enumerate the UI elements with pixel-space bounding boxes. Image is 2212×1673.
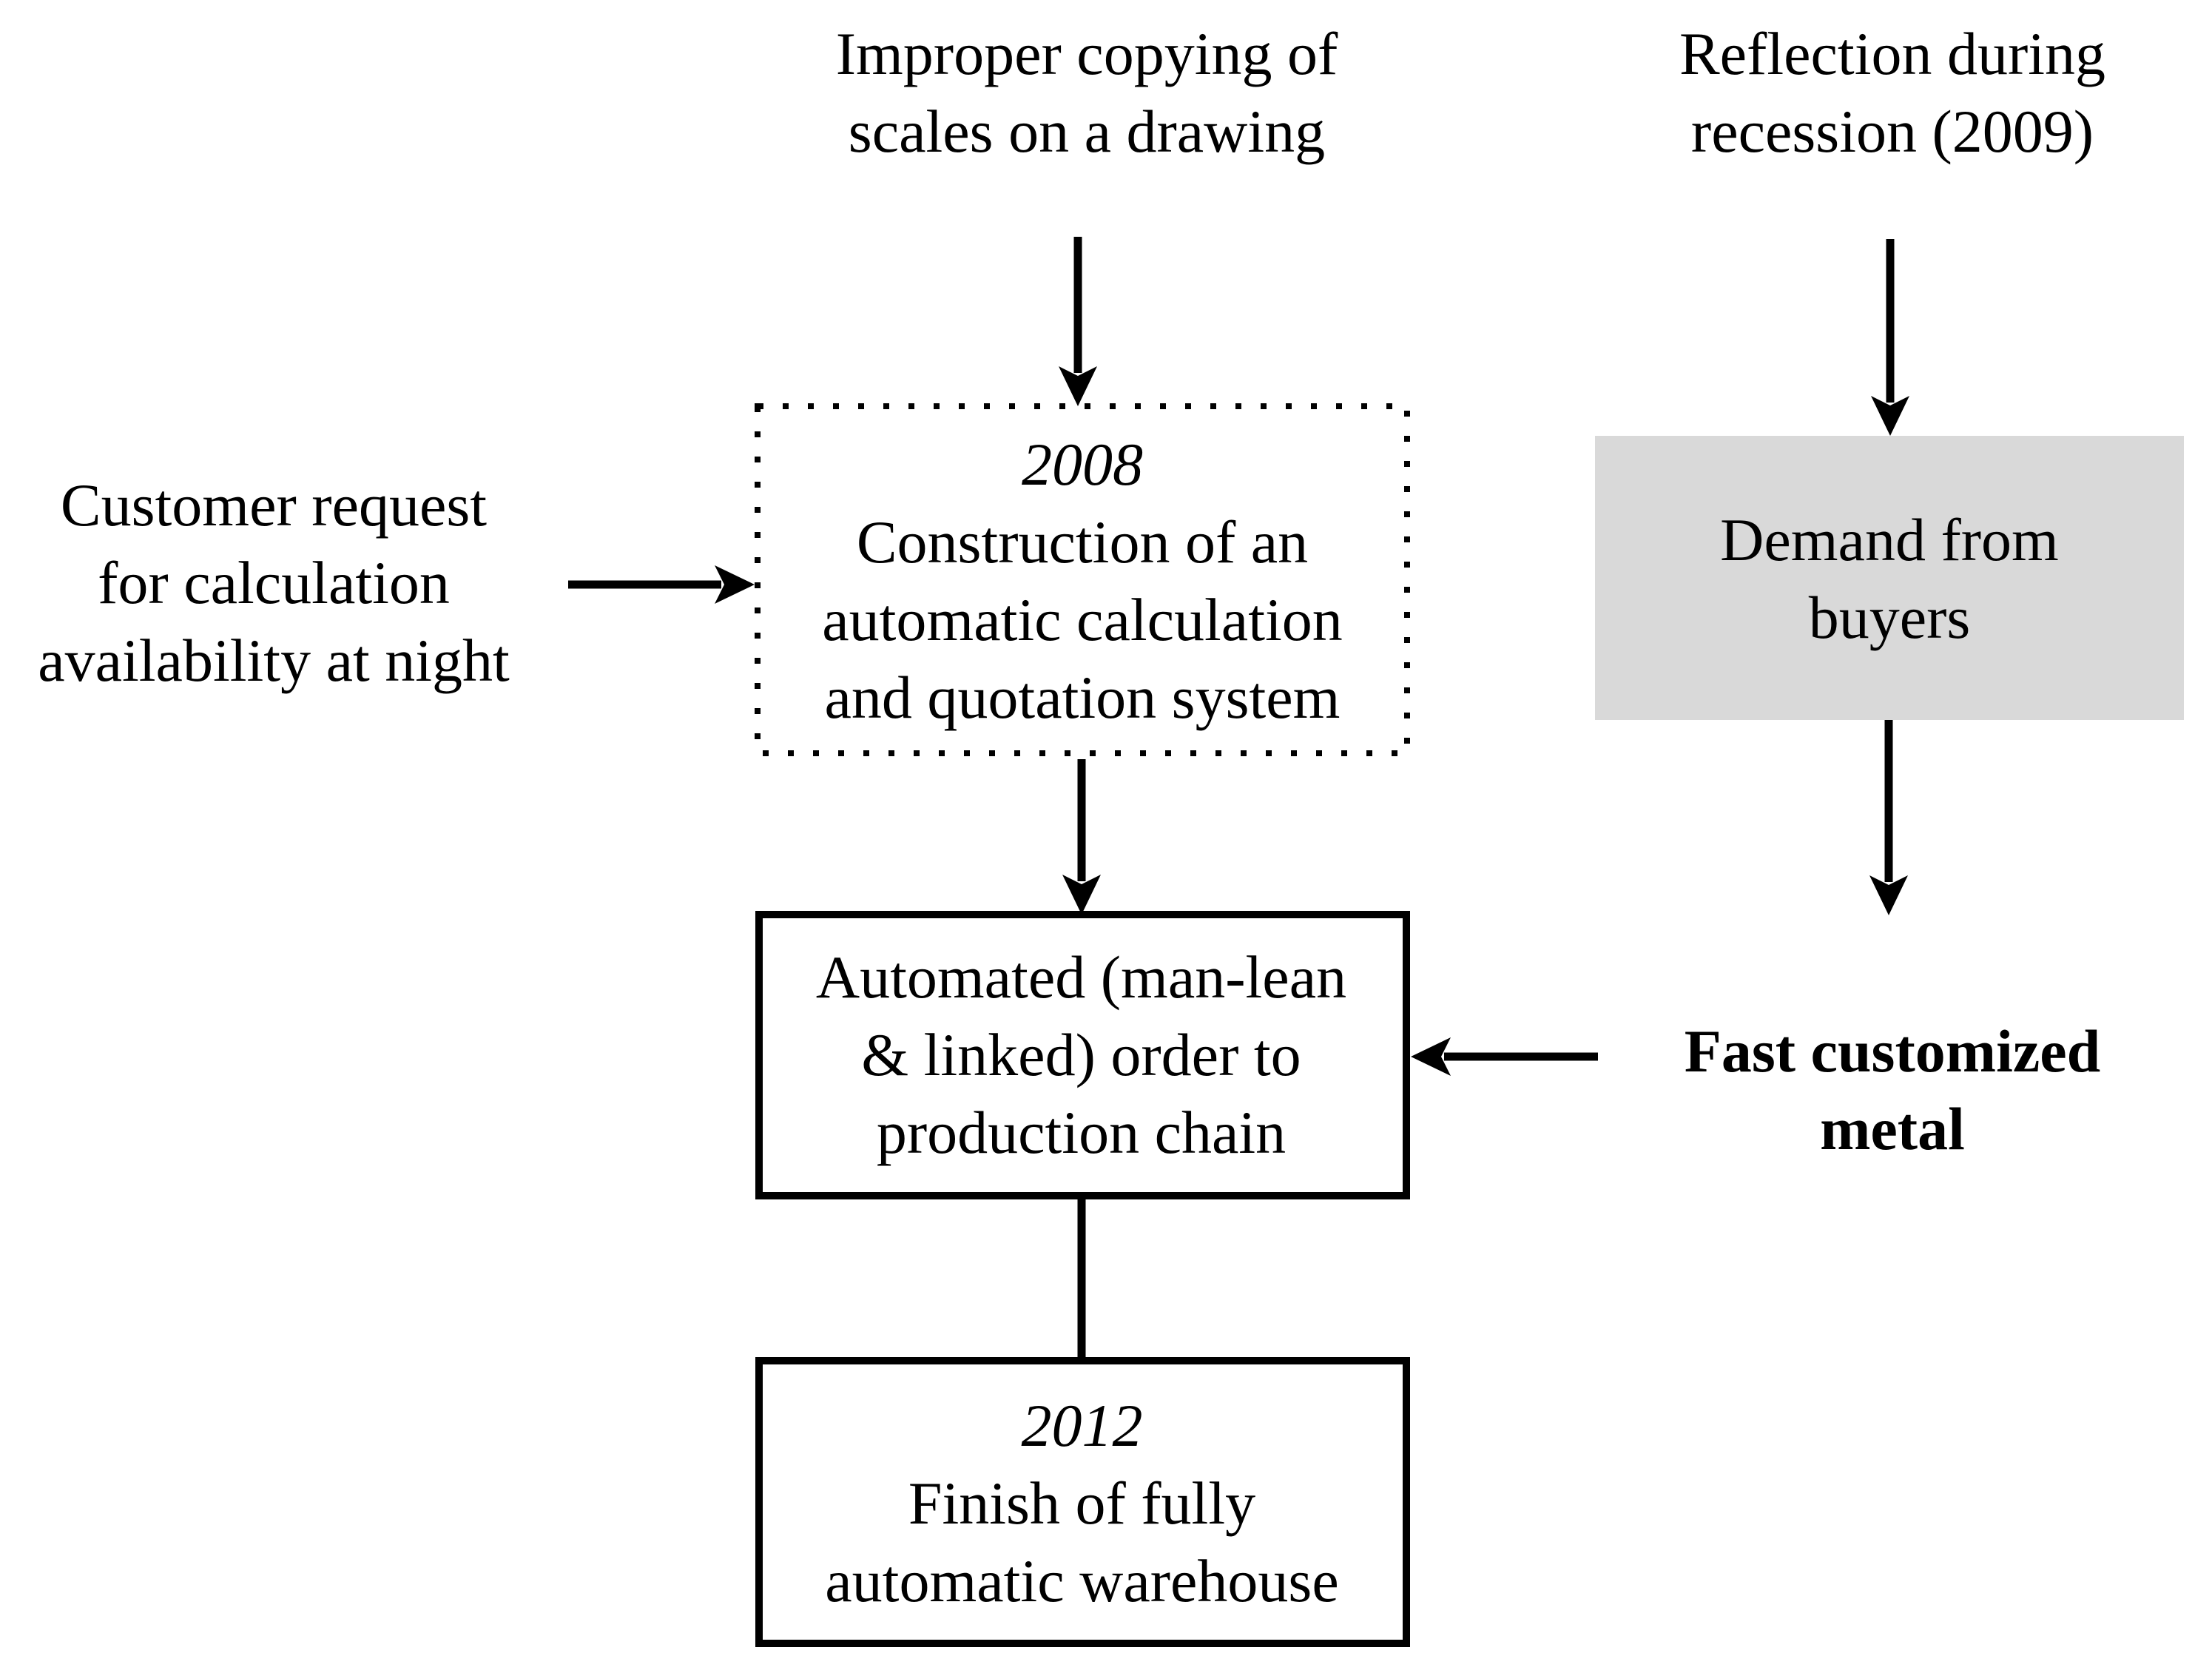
dotted-box-2008 <box>755 403 1410 756</box>
arrow-2008-box-to-automated-box <box>1062 759 1101 915</box>
node-fast-metal-line1: Fast customized <box>1684 1017 2101 1085</box>
node-automated-order-line1: Automated (man-lean <box>815 943 1347 1011</box>
node-2008-line1: Construction of an <box>856 508 1309 576</box>
node-customer-request-line2: for calculation <box>98 549 450 616</box>
node-improper-copying: Improper copying of scales on a drawing <box>746 15 1427 170</box>
solid-box-2012-warehouse <box>755 1357 1410 1647</box>
arrow-customer-to-2008-box <box>568 565 755 604</box>
solid-box-automated-order <box>755 911 1410 1199</box>
node-reflection-recession-line2: recession (2009) <box>1690 98 2094 165</box>
node-2012-line1: Finish of fully <box>908 1470 1256 1537</box>
node-improper-copying-line1: Improper copying of <box>835 20 1338 87</box>
node-automated-order-line2: & linked) order to <box>861 1021 1301 1088</box>
node-2008-year: 2008 <box>1022 431 1143 498</box>
node-2012-year: 2012 <box>1021 1392 1143 1459</box>
arrow-improper-to-2008-box <box>1059 237 1097 406</box>
node-customer-request-line3: availability at night <box>38 627 510 694</box>
node-demand-line1: Demand from <box>1720 506 2059 573</box>
node-automated-order-line3: production chain <box>876 1099 1287 1166</box>
node-2008-line3: and quotation system <box>824 664 1341 731</box>
gray-box-demand <box>1595 436 2184 720</box>
node-demand-line2: buyers <box>1808 584 1971 651</box>
arrow-recession-to-demand-box <box>1871 239 1909 436</box>
node-customer-request: Customer request for calculation availab… <box>0 466 547 699</box>
node-fast-metal-line2: metal <box>1820 1095 1965 1162</box>
node-demand-from-buyers-label: Demand from buyers <box>1595 501 2184 656</box>
node-reflection-recession-line1: Reflection during <box>1679 20 2106 87</box>
node-2012-warehouse-label: 2012 Finish of fully automatic warehouse <box>758 1387 1406 1620</box>
node-improper-copying-line2: scales on a drawing <box>848 98 1326 165</box>
node-2008-line2: automatic calculation <box>822 586 1343 653</box>
node-2012-line2: automatic warehouse <box>825 1547 1339 1615</box>
node-automated-order-label: Automated (man-lean & linked) order to p… <box>756 938 1406 1171</box>
node-reflection-recession: Reflection during recession (2009) <box>1552 15 2212 170</box>
arrow-demand-box-to-fast-metal <box>1869 720 1908 915</box>
node-2008-calc-system-label: 2008 Construction of an automatic calcul… <box>755 425 1410 736</box>
arrow-fast-metal-to-automated-box <box>1411 1037 1598 1076</box>
node-customer-request-line1: Customer request <box>60 471 488 539</box>
node-fast-customized-metal: Fast customized metal <box>1596 1012 2188 1168</box>
